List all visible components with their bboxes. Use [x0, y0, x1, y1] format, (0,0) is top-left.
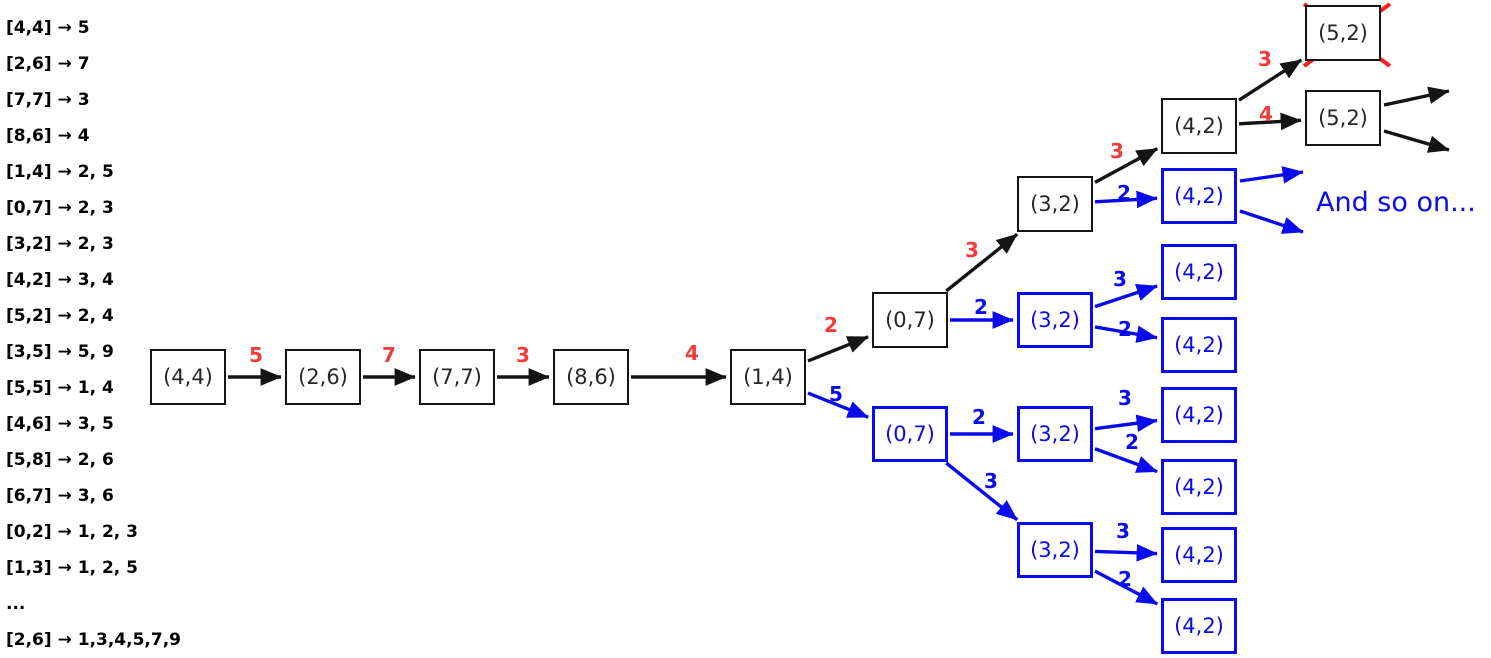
edge-arrow — [807, 335, 869, 363]
node-42-blue: (4,2) — [1161, 387, 1237, 443]
edge-weight-label: 3 — [1113, 267, 1127, 291]
edge-weight-label: 5 — [829, 382, 843, 406]
legend-item: [6,7] → 3, 6 — [6, 486, 114, 506]
edge-arrow — [1094, 190, 1158, 209]
legend-item: [3,5] → 5, 9 — [6, 342, 114, 362]
node-32-blue: (3,2) — [1017, 522, 1093, 578]
legend-item: [5,5] → 1, 4 — [6, 378, 114, 398]
and-so-on-label: And so on... — [1316, 187, 1476, 218]
edge-weight-label: 3 — [1258, 47, 1272, 71]
edge-weight-label: 2 — [1118, 567, 1132, 591]
edge-weight-label: 3 — [965, 238, 979, 262]
node-44-black: (4,4) — [150, 349, 226, 405]
edge-weight-label: 7 — [382, 343, 396, 367]
node-42-blue: (4,2) — [1161, 459, 1237, 515]
node-42-black: (4,2) — [1161, 98, 1237, 154]
edge-arrow — [1094, 447, 1158, 474]
node-42-blue: (4,2) — [1161, 527, 1237, 583]
node-52-black-rejected: (5,2) — [1305, 5, 1381, 61]
edge-arrow — [1094, 284, 1158, 309]
legend-item: [8,6] → 4 — [6, 126, 90, 146]
node-42-blue: (4,2) — [1161, 598, 1237, 654]
legend-item: [4,4] → 5 — [6, 18, 90, 38]
node-42-blue: (4,2) — [1161, 244, 1237, 300]
continuation-arrow — [1239, 209, 1304, 234]
continuation-arrow — [1383, 86, 1450, 107]
legend-item: [5,8] → 2, 6 — [6, 450, 114, 470]
edge-arrow — [945, 461, 1019, 522]
node-07-blue: (0,7) — [872, 406, 948, 462]
edge-arrow — [1094, 414, 1158, 432]
legend-item: [2,6] → 1,3,4,5,7,9 — [6, 630, 181, 650]
legend-item: [4,2] → 3, 4 — [6, 270, 114, 290]
edge-weight-label: 4 — [685, 341, 699, 365]
node-07-black: (0,7) — [872, 292, 948, 348]
node-32-blue: (3,2) — [1017, 406, 1093, 462]
edge-weight-label: 3 — [1110, 139, 1124, 163]
continuation-arrow — [1239, 166, 1304, 184]
edge-weight-label: 3 — [1118, 386, 1132, 410]
node-32-black: (3,2) — [1017, 176, 1093, 232]
legend-item: [1,4] → 2, 5 — [6, 162, 114, 182]
interval-list: [4,4] → 5 [2,6] → 7 [7,7] → 3 [8,6] → 4 [1,4… — [6, 10, 181, 658]
legend-item: [0,2] → 1, 2, 3 — [6, 522, 138, 542]
legend-item: [0,7] → 2, 3 — [6, 198, 114, 218]
legend-item: [1,3] → 1, 2, 5 — [6, 558, 138, 578]
edge-arrow — [1094, 543, 1158, 562]
node-42-blue: (4,2) — [1161, 317, 1237, 373]
edge-weight-label: 2 — [974, 295, 988, 319]
edge-arrow — [1238, 58, 1303, 102]
legend-item: ... — [6, 594, 26, 614]
edge-arrow — [807, 391, 869, 419]
edge-weight-label: 2 — [972, 405, 986, 429]
edge-weight-label: 2 — [824, 313, 838, 337]
edge-weight-label: 2 — [1118, 317, 1132, 341]
edge-weight-label: 2 — [1125, 430, 1139, 454]
node-77-black: (7,7) — [419, 349, 495, 405]
edge-lines-group — [228, 58, 1450, 606]
legend-item: [2,6] → 7 — [6, 54, 90, 74]
legend-item: [5,2] → 2, 4 — [6, 306, 114, 326]
legend-item: [4,6] → 3, 5 — [6, 414, 114, 434]
edge-arrow — [1238, 112, 1302, 131]
edge-arrow — [1094, 147, 1159, 184]
legend-item: [7,7] → 3 — [6, 90, 90, 110]
node-32-blue: (3,2) — [1017, 292, 1093, 348]
node-14-black: (1,4) — [730, 349, 806, 405]
edge-weight-label: 5 — [249, 343, 263, 367]
node-52-black: (5,2) — [1305, 90, 1381, 146]
edge-arrow — [945, 232, 1019, 293]
edge-weight-label: 2 — [1117, 181, 1131, 205]
edge-weight-label: 3 — [1116, 519, 1130, 543]
edge-arrow — [1094, 325, 1158, 343]
edge-weight-label: 3 — [516, 343, 530, 367]
edge-arrow — [1094, 569, 1159, 606]
legend-item: [3,2] → 2, 3 — [6, 234, 114, 254]
edge-weight-label: 3 — [984, 469, 998, 493]
node-86-black: (8,6) — [553, 349, 629, 405]
edge-weight-label: 4 — [1259, 102, 1273, 126]
node-42-blue: (4,2) — [1161, 168, 1237, 224]
continuation-arrow — [1383, 129, 1450, 153]
node-26-black: (2,6) — [285, 349, 361, 405]
